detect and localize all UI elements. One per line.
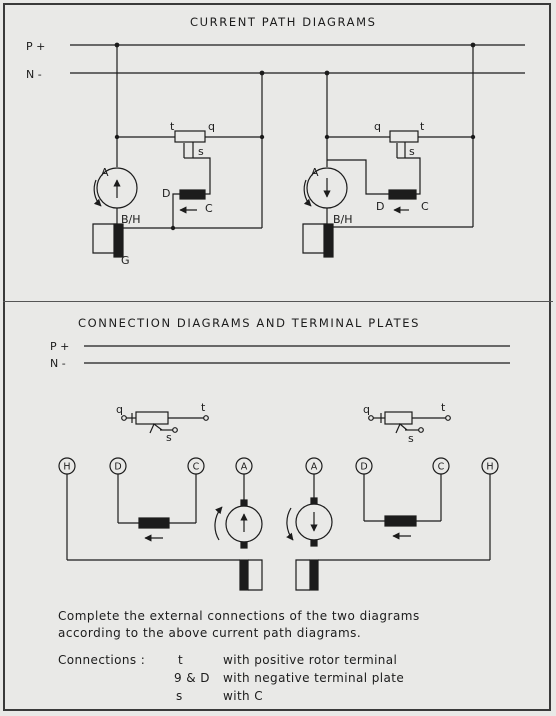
label-a-left: A bbox=[101, 166, 109, 179]
label-t-conn-left: t bbox=[201, 401, 206, 414]
connection-right bbox=[286, 411, 499, 591]
terminal-h-left: H bbox=[63, 462, 70, 473]
label-d-left: D bbox=[162, 187, 170, 200]
label-p-top: P + bbox=[26, 40, 45, 53]
label-s-conn-right: s bbox=[408, 432, 414, 445]
label-q-right: q bbox=[374, 120, 381, 133]
connection-text: with positive rotor terminal bbox=[223, 653, 398, 667]
label-p-bottom: P + bbox=[50, 340, 69, 353]
title-current-path: CURRENT PATH DIAGRAMS bbox=[190, 15, 377, 29]
label-bh-left: B/H bbox=[121, 213, 141, 226]
label-q-conn-right: q bbox=[363, 403, 370, 416]
label-s-conn-left: s bbox=[166, 431, 172, 444]
connection-text: with C bbox=[223, 689, 264, 703]
label-q-left: q bbox=[208, 120, 215, 133]
label-g-left: G bbox=[121, 254, 130, 267]
connection-left bbox=[58, 411, 263, 591]
label-t-left: t bbox=[170, 120, 175, 133]
label-s-left: s bbox=[198, 145, 204, 158]
label-a-right: A bbox=[311, 166, 319, 179]
title-connection: CONNECTION DIAGRAMS AND TERMINAL PLATES bbox=[78, 316, 421, 330]
connection-text: with negative terminal plate bbox=[223, 671, 405, 685]
connection-terminal: t bbox=[178, 653, 184, 667]
instruction-line-2: according to the above current path diag… bbox=[58, 626, 362, 640]
current-path-left bbox=[92, 42, 265, 258]
label-s-right: s bbox=[409, 145, 415, 158]
terminal-c-left: C bbox=[193, 462, 200, 473]
label-n-bottom: N - bbox=[50, 357, 66, 370]
page-frame bbox=[3, 3, 551, 711]
connection-terminal: s bbox=[176, 689, 183, 703]
label-t-right: t bbox=[420, 120, 425, 133]
label-q-conn-left: q bbox=[116, 403, 123, 416]
label-bh-right: B/H bbox=[333, 213, 353, 226]
terminal-c-right: C bbox=[438, 462, 445, 473]
instruction-line-1: Complete the external connections of the… bbox=[58, 609, 420, 623]
label-c-left: C bbox=[205, 202, 213, 215]
terminal-a-left: A bbox=[241, 462, 248, 473]
terminal-a-right: A bbox=[311, 462, 318, 473]
connections-heading: Connections : bbox=[58, 653, 146, 667]
current-path-right bbox=[302, 42, 476, 258]
connection-terminal: 9 & D bbox=[174, 671, 210, 685]
terminal-d-left: D bbox=[114, 462, 121, 473]
label-n-top: N - bbox=[26, 68, 42, 81]
label-t-conn-right: t bbox=[441, 401, 446, 414]
label-c-right: C bbox=[421, 200, 429, 213]
instructions: Complete the external connections of the… bbox=[58, 608, 420, 642]
section-divider bbox=[3, 301, 553, 302]
terminal-d-right: D bbox=[360, 462, 367, 473]
terminal-h-right: H bbox=[486, 462, 493, 473]
label-d-right: D bbox=[376, 200, 384, 213]
